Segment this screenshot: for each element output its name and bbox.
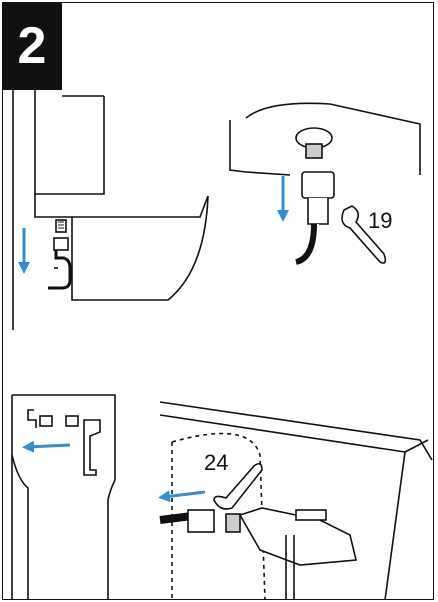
cistern-valve-view [160,402,432,600]
toilet-side-view [13,90,208,330]
arrow-left-icon [28,445,70,447]
cistern-view [12,395,115,600]
connector-close-up [230,103,420,268]
wrench-size-label: 19 [368,208,392,233]
wrench-size-label: 24 [204,450,228,475]
arrow-left-icon [164,492,205,497]
